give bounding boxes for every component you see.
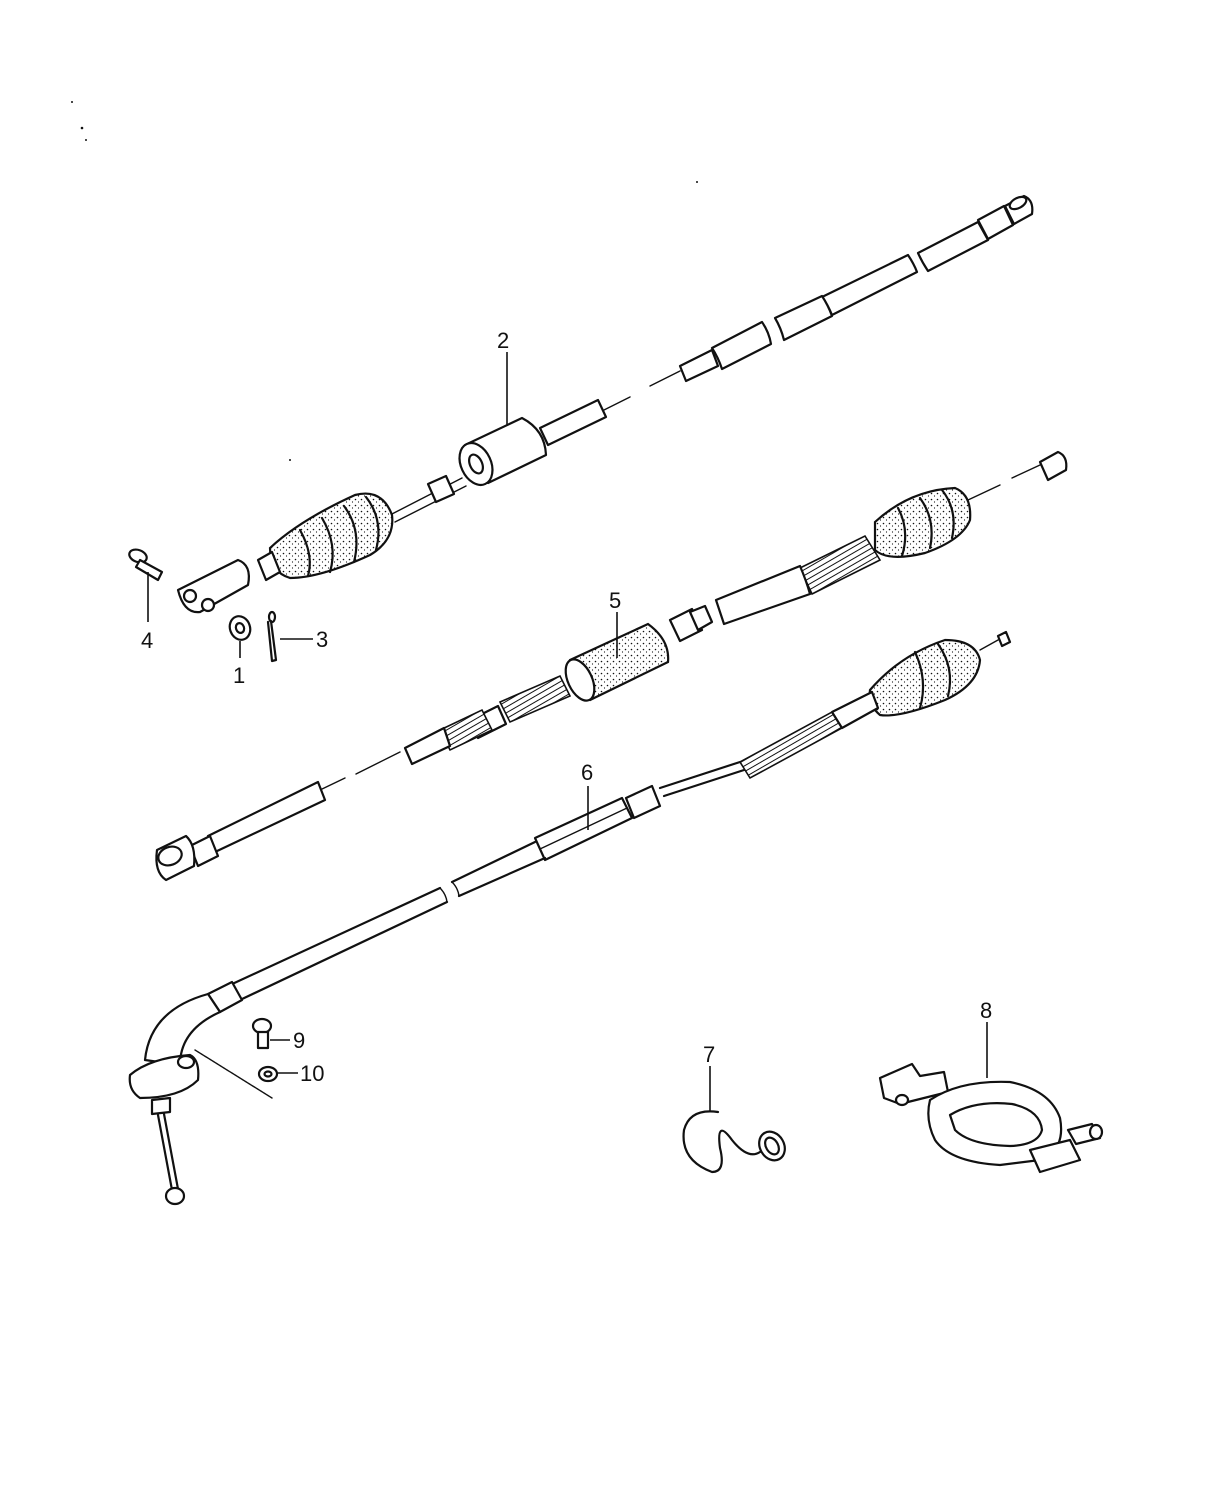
washer-part-10 — [257, 1065, 279, 1083]
label-8: 8 — [980, 998, 992, 1023]
throttle-cable-part-5 — [155, 450, 1068, 882]
clutch-cable-part-2 — [176, 194, 1034, 614]
cable-5-end-fitting — [155, 834, 196, 882]
label-7: 7 — [703, 1042, 715, 1067]
label-9: 9 — [293, 1028, 305, 1053]
cable-6-hex-sleeve — [533, 796, 634, 862]
cotter-pin-part-3 — [266, 610, 278, 663]
scan-specks — [71, 101, 698, 461]
cable-5-center-sleeve — [564, 622, 670, 702]
band-clamp-part-8 — [878, 1062, 1104, 1174]
label-10: 10 — [300, 1061, 324, 1086]
cable-2-clevis — [176, 558, 250, 614]
washer-part-1 — [228, 615, 252, 641]
cable-6-elbow-bracket — [128, 980, 244, 1116]
wire-clip-part-7 — [682, 1110, 786, 1174]
screw-part-9 — [251, 1017, 273, 1050]
label-4: 4 — [141, 628, 153, 653]
cable-2-lock-nut — [426, 474, 456, 504]
label-2: 2 — [497, 328, 509, 353]
clevis-pin-part-4 — [128, 548, 164, 582]
throttle-cable-part-6 — [128, 630, 1012, 1206]
cable-2-end-fitting — [976, 194, 1034, 241]
label-6: 6 — [581, 760, 593, 785]
cable-2-rubber-boot — [268, 492, 394, 580]
cable-2-adjuster-sleeve — [458, 416, 548, 487]
label-5: 5 — [609, 588, 621, 613]
label-1: 1 — [233, 663, 245, 688]
label-3: 3 — [316, 627, 328, 652]
